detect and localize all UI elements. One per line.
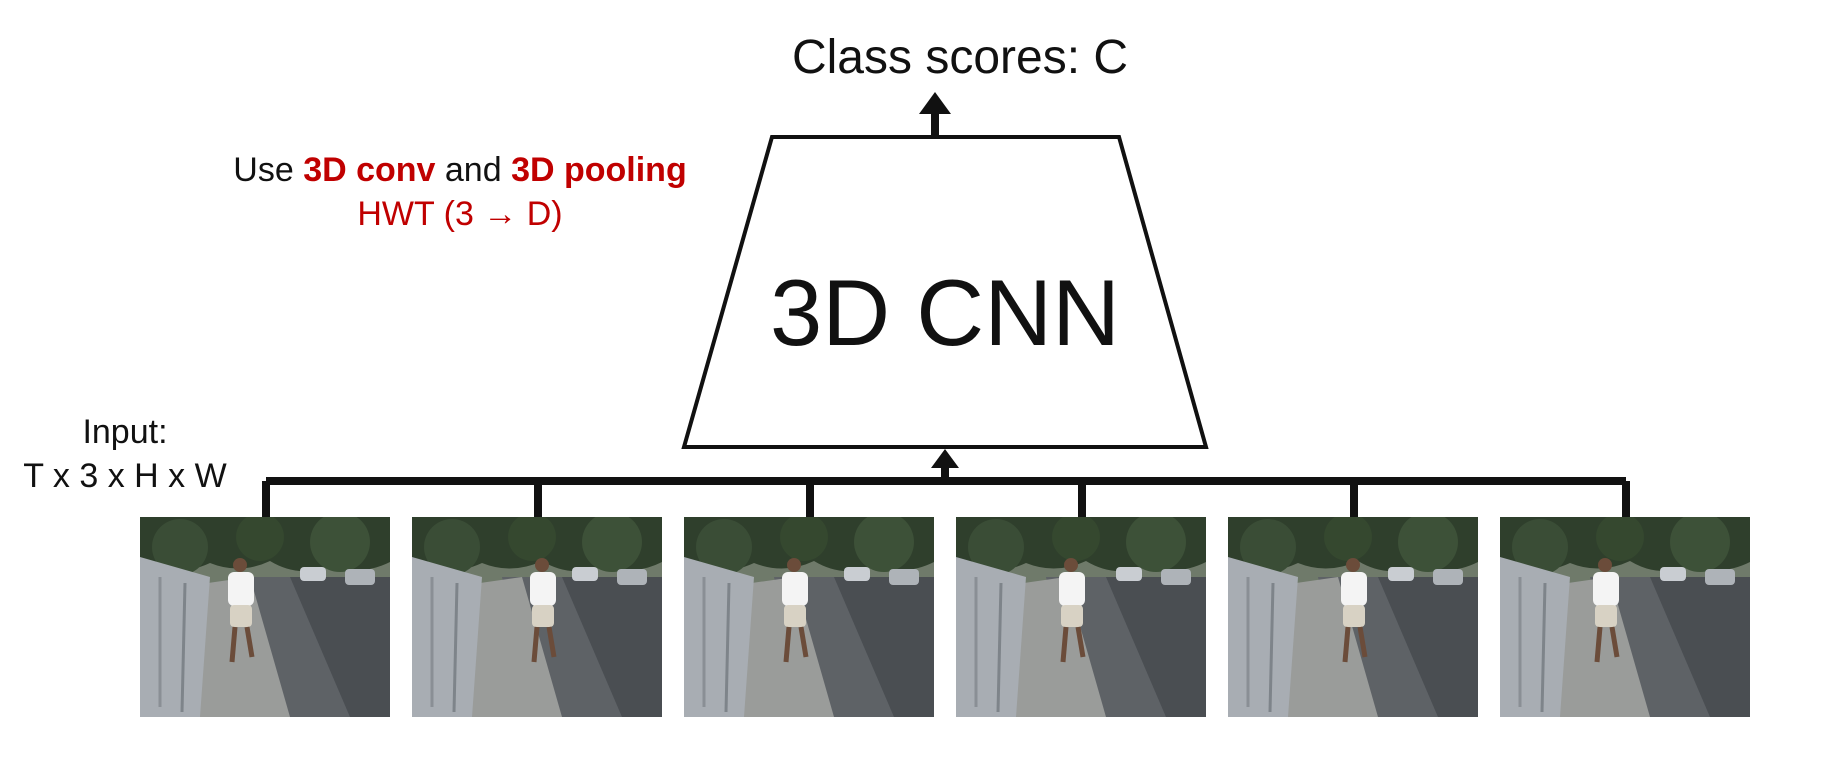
- cnn-trapezoid: [681, 135, 1209, 449]
- video-frame-image: [140, 517, 390, 717]
- video-frame-image: [1500, 517, 1750, 717]
- video-frame: [956, 517, 1206, 717]
- video-frame-image: [956, 517, 1206, 717]
- input-label: Input: T x 3 x H x W: [10, 410, 240, 498]
- note-3d-conv: 3D conv: [303, 151, 436, 189]
- output-arrow-head: [919, 92, 951, 114]
- video-frame-image: [412, 517, 662, 717]
- operation-note: Use 3D conv and 3D pooling HWT (3 → D): [190, 148, 730, 236]
- input-arrow-head: [931, 449, 959, 468]
- video-frame-image: [684, 517, 934, 717]
- video-frame-image: [1228, 517, 1478, 717]
- note-prefix: Use: [233, 151, 304, 189]
- video-frame: [1500, 517, 1750, 717]
- note-middle: and: [435, 151, 512, 189]
- note-subtitle: HWT (3 → D): [357, 195, 563, 233]
- operation-note-line1: Use 3D conv and 3D pooling: [190, 148, 730, 192]
- video-frame: [412, 517, 662, 717]
- input-label-line1: Input:: [82, 413, 168, 451]
- video-frame: [140, 517, 390, 717]
- note-3d-pooling: 3D pooling: [511, 151, 687, 189]
- video-frame: [1228, 517, 1478, 717]
- frame-bracket-ticks: [262, 481, 1630, 520]
- cnn-label: 3D CNN: [770, 260, 1120, 365]
- input-label-line2: T x 3 x H x W: [23, 457, 227, 495]
- class-scores-title: Class scores: C: [791, 31, 1129, 84]
- video-frame: [684, 517, 934, 717]
